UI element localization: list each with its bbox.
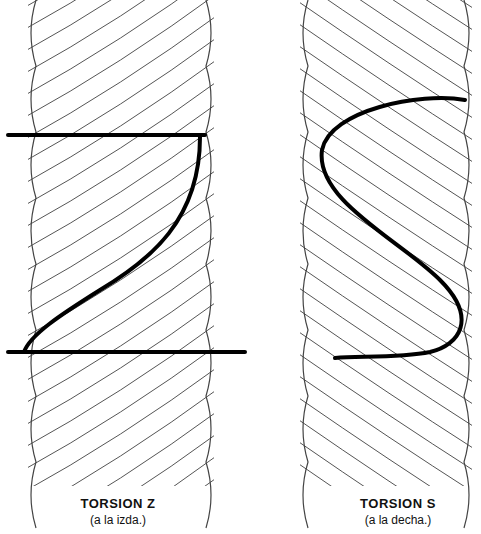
strand-line <box>28 56 214 186</box>
z-strands <box>28 0 214 486</box>
strand-line <box>28 78 214 208</box>
strand-line <box>28 452 214 486</box>
strand-line <box>300 374 472 486</box>
strand-line <box>300 264 472 384</box>
yarn-edge <box>206 0 211 528</box>
strand-line <box>28 386 214 486</box>
strand-line <box>300 22 472 142</box>
caption-note: (a la decha.) <box>365 513 432 527</box>
strand-line <box>28 100 214 230</box>
strand-line <box>300 418 472 486</box>
caption-title: TORSION S <box>360 496 436 511</box>
strand-line <box>28 12 214 142</box>
yarn-edges <box>31 0 469 528</box>
strand-line <box>28 232 214 362</box>
strand-line <box>300 330 472 450</box>
strand-line <box>300 440 472 486</box>
strand-line <box>300 308 472 428</box>
caption-title: TORSION Z <box>80 496 155 511</box>
strand-line <box>28 0 214 10</box>
strand-line <box>300 462 472 486</box>
strand-line <box>300 0 472 120</box>
strand-line <box>28 0 214 54</box>
strand-line <box>300 0 472 32</box>
strand-line <box>300 352 472 472</box>
caption-note: (a la izda.) <box>90 513 146 527</box>
strand-line <box>28 122 214 252</box>
strand-line <box>28 342 214 472</box>
strand-line <box>300 396 472 486</box>
yarn-edge <box>31 0 36 528</box>
strand-line <box>300 66 472 186</box>
strand-line <box>28 0 214 98</box>
strand-line <box>300 0 472 10</box>
strand-line <box>28 34 214 164</box>
yarn-edge <box>464 0 469 528</box>
strand-line <box>28 364 214 486</box>
yarn-edge <box>303 0 308 528</box>
strand-line <box>28 408 214 486</box>
strand-line <box>28 276 214 406</box>
strand-line <box>300 198 472 318</box>
strand-line <box>28 474 214 486</box>
strand-line <box>300 0 472 54</box>
strand-line <box>28 320 214 450</box>
z-letter <box>8 135 245 352</box>
s-strands <box>300 0 472 486</box>
strand-line <box>300 484 472 486</box>
s-letter <box>322 98 465 358</box>
